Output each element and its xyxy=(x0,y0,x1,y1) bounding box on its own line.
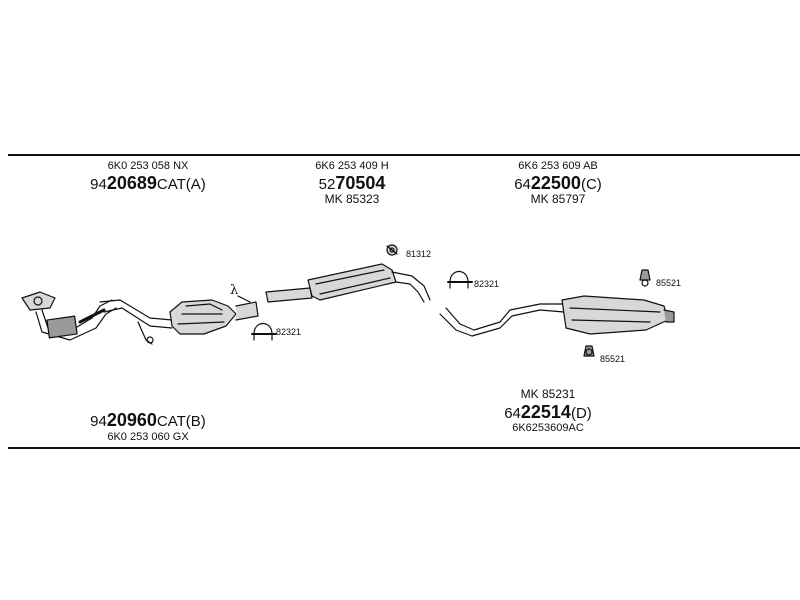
label-cat-a: 6K0 253 058 NX 9420689CAT(A) xyxy=(78,160,218,193)
ref-number: 6K6 253 409 H xyxy=(315,160,389,172)
mount-kit: MK 85797 xyxy=(530,192,586,207)
part-code: 6422500(C) xyxy=(514,172,602,193)
hanger-mid-label: 81312 xyxy=(406,249,431,259)
mount-kit: MK 85323 xyxy=(324,192,380,207)
middle-silencer xyxy=(265,263,431,303)
clamp-left-icon xyxy=(251,322,277,341)
part-code: 6422514(D) xyxy=(504,401,592,422)
ref-number: 6K6253609AC xyxy=(512,422,584,435)
label-rear-silencer-c: 6K6 253 609 AB 6422500(C) MK 85797 xyxy=(488,160,628,207)
lambda-symbol: λ xyxy=(230,283,238,298)
part-code: 5270504 xyxy=(318,172,386,193)
front-downpipe xyxy=(21,291,173,345)
label-rear-silencer-d: MK 85231 6422514(D) 6K6253609AC xyxy=(478,387,618,435)
hanger-mid-icon xyxy=(386,244,398,256)
label-cat-b: 9420960CAT(B) 6K0 253 060 GX xyxy=(78,410,218,443)
hanger-rear-bottom-label: 85521 xyxy=(600,354,625,364)
clamp-left-label: 82321 xyxy=(276,327,301,337)
hanger-rear-bottom-icon xyxy=(583,345,595,357)
part-code: 9420960CAT(B) xyxy=(90,410,206,430)
label-middle-silencer: 6K6 253 409 H 5270504 MK 85323 xyxy=(282,160,422,207)
clamp-mid-icon xyxy=(447,270,473,289)
mount-kit: MK 85231 xyxy=(520,387,576,401)
hanger-rear-top-label: 85521 xyxy=(656,278,681,288)
ref-number: 6K6 253 609 AB xyxy=(518,160,598,172)
part-code: 9420689CAT(A) xyxy=(90,172,206,193)
bottom-divider xyxy=(8,447,800,449)
rear-silencer xyxy=(439,295,675,337)
catalytic-converter xyxy=(169,295,259,335)
hanger-rear-top-icon xyxy=(639,269,651,287)
ref-number: 6K0 253 060 GX xyxy=(107,430,189,443)
clamp-mid-label: 82321 xyxy=(474,279,499,289)
ref-number: 6K0 253 058 NX xyxy=(107,160,189,172)
top-divider xyxy=(8,154,800,156)
